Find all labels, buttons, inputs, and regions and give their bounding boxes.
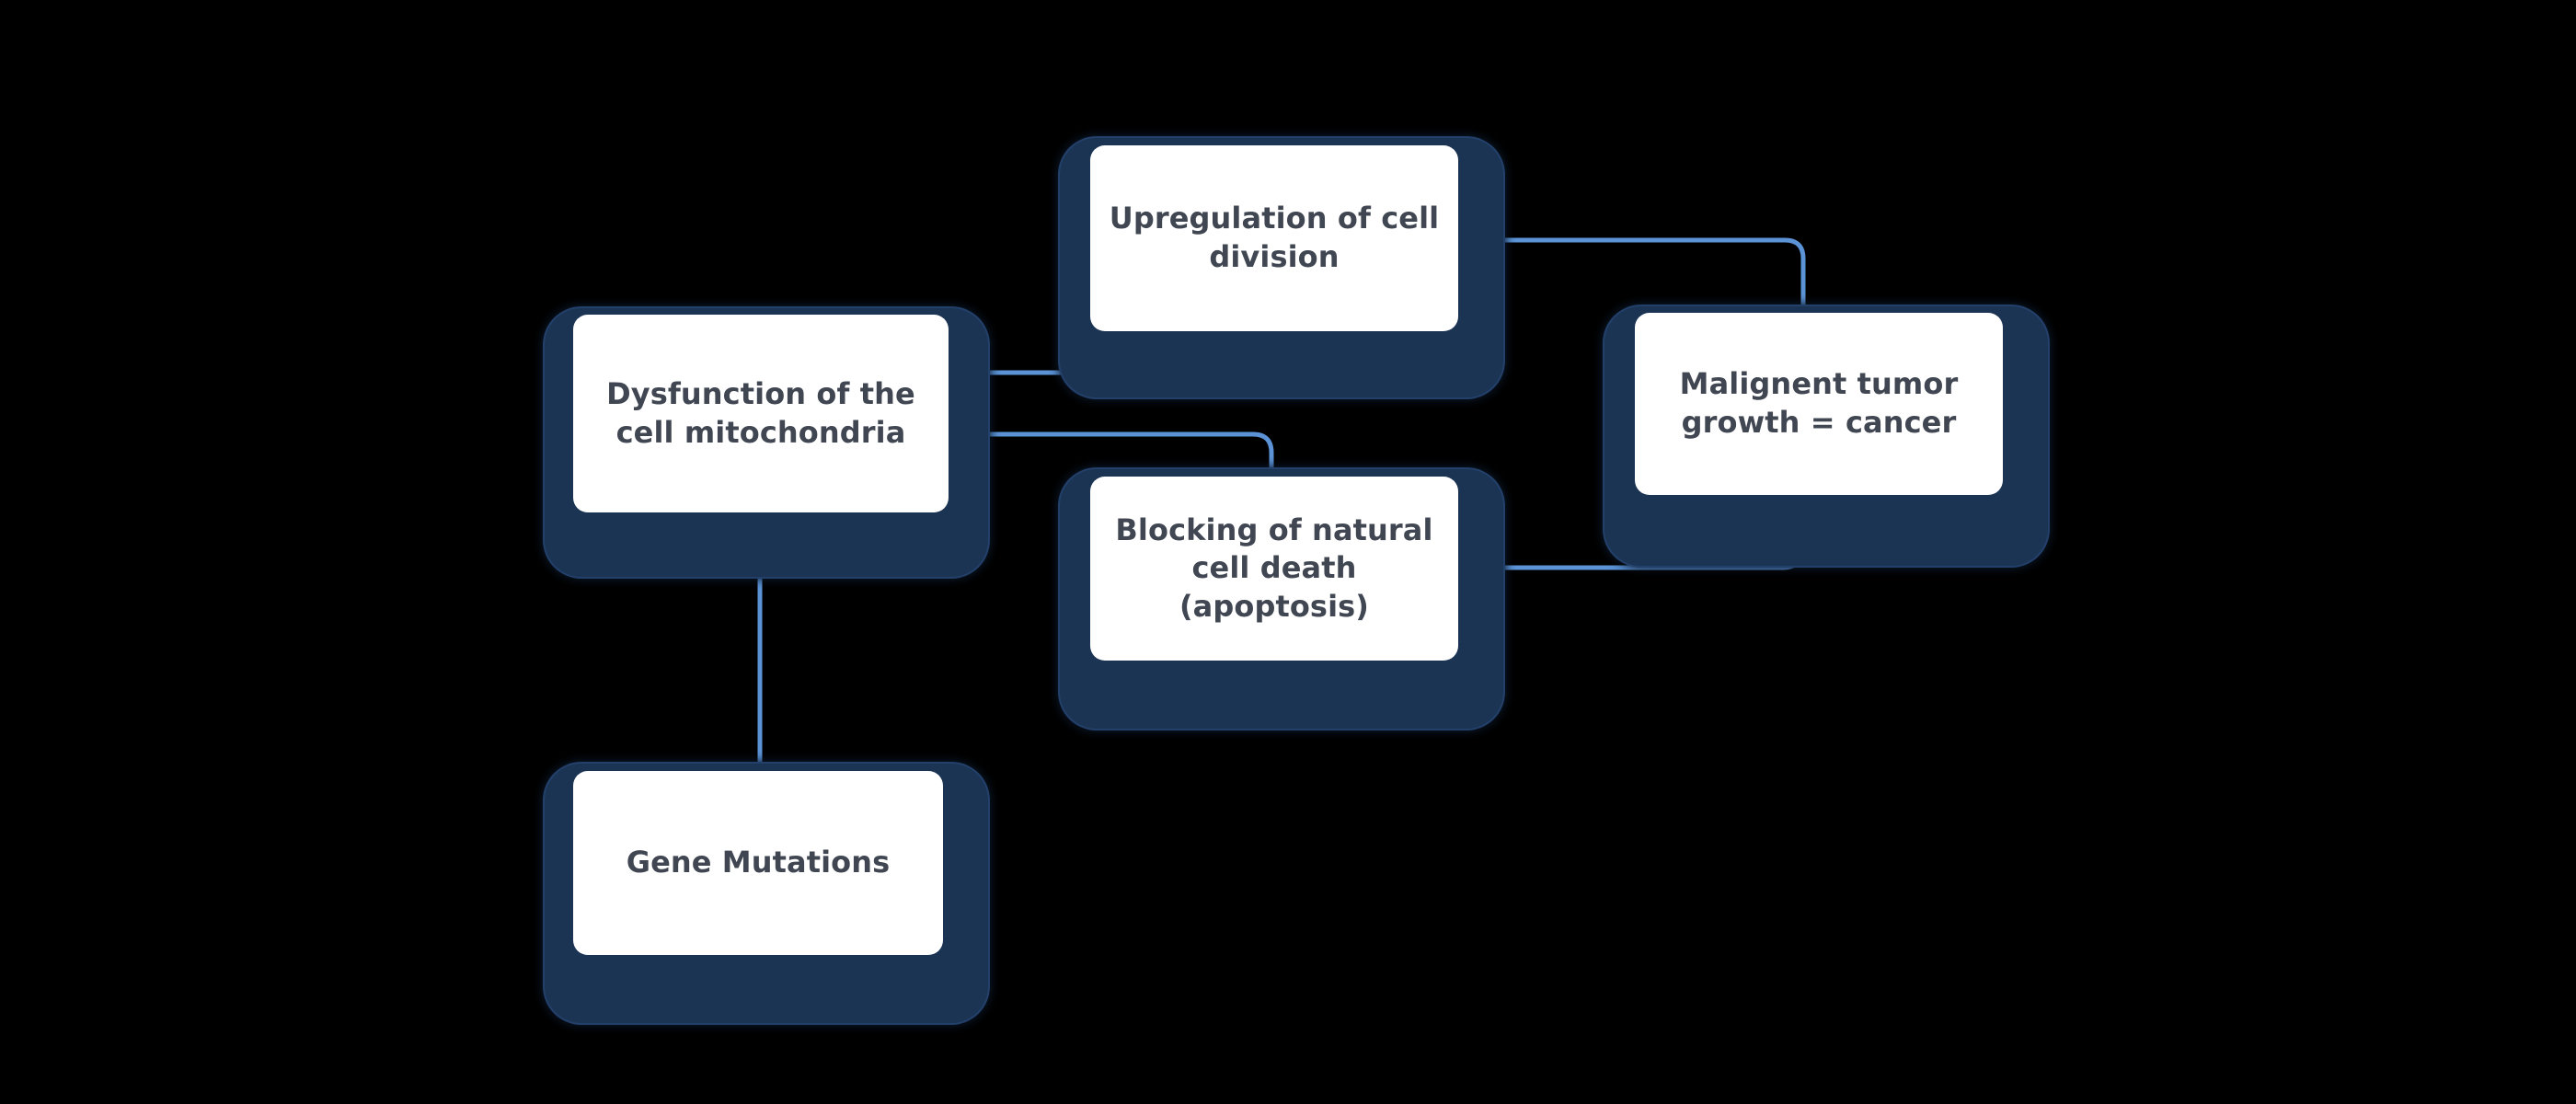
- edge-dysfunction-to-blocking: [949, 431, 1280, 477]
- node-card: Gene Mutations: [573, 771, 943, 955]
- node-label: Dysfunction of the cell mitochondria: [606, 375, 915, 450]
- node-gene-mutations[interactable]: Gene Mutations: [545, 764, 988, 1023]
- node-upregulation[interactable]: Upregulation of cell division: [1060, 138, 1503, 397]
- node-label: Malignent tumor growth = cancer: [1679, 366, 1959, 440]
- node-dysfunction[interactable]: Dysfunction of the cell mitochondria: [545, 308, 988, 577]
- node-blocking[interactable]: Blocking of natural cell death (apoptosi…: [1060, 469, 1503, 729]
- node-malignant-tumor[interactable]: Malignent tumor growth = cancer: [1604, 306, 2048, 566]
- edge-upregulation-to-malignant: [1458, 237, 1811, 313]
- node-card: Blocking of natural cell death (apoptosi…: [1090, 477, 1458, 661]
- node-card: Upregulation of cell division: [1090, 145, 1458, 331]
- node-card: Malignent tumor growth = cancer: [1635, 313, 2003, 495]
- node-label: Blocking of natural cell death (apoptosi…: [1115, 512, 1433, 624]
- node-label: Gene Mutations: [626, 845, 891, 880]
- node-card: Dysfunction of the cell mitochondria: [573, 315, 949, 512]
- node-label: Upregulation of cell division: [1109, 201, 1440, 274]
